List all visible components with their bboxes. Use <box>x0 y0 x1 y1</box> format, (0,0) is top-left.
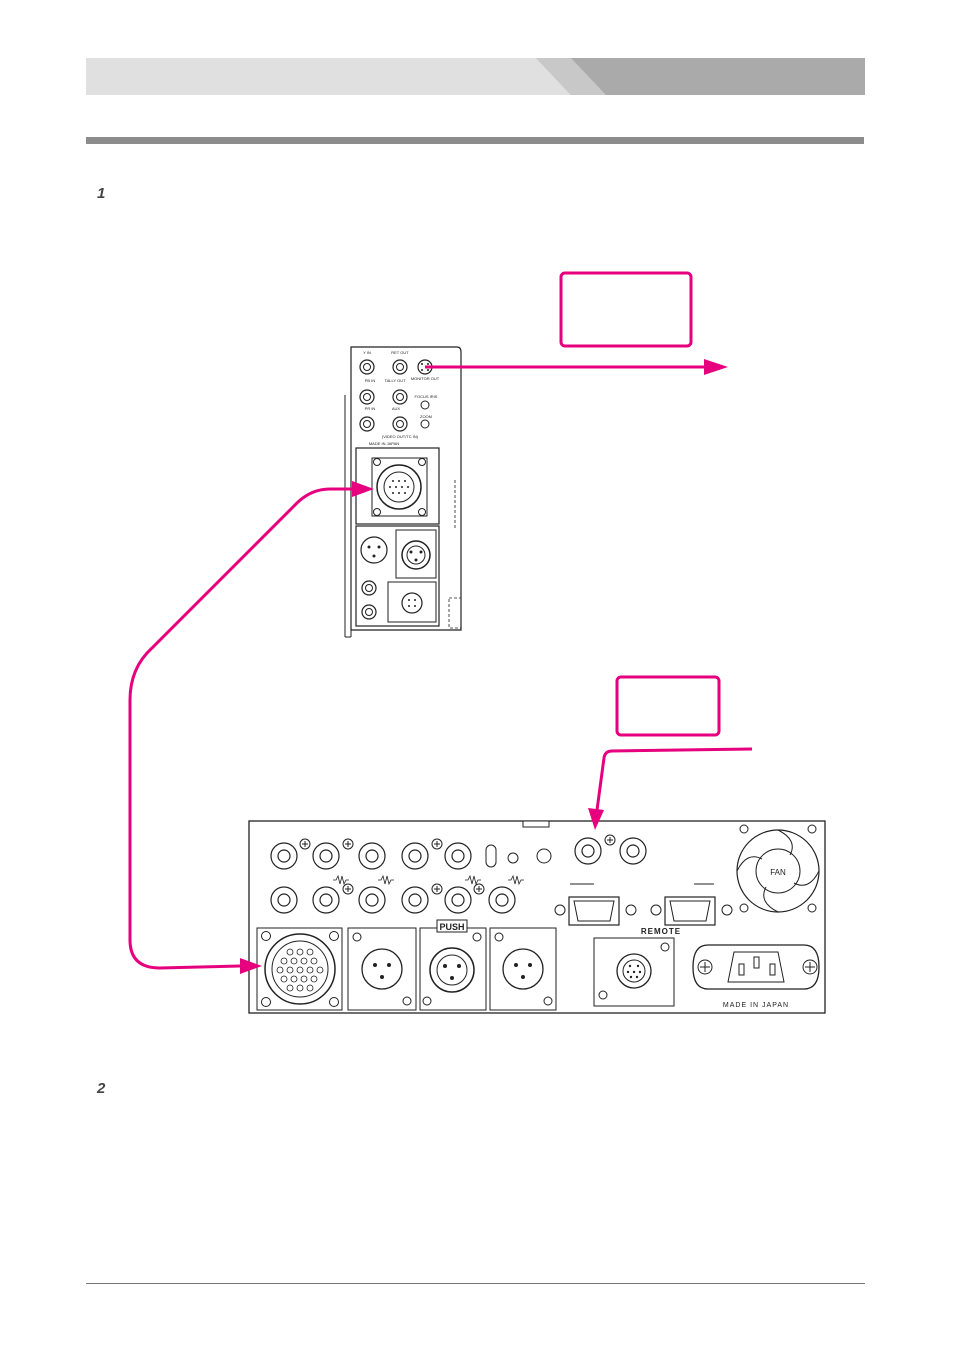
ac-power-inlet <box>692 944 820 990</box>
bnc-tally-out <box>392 389 408 405</box>
arrow-monitor-out <box>704 359 728 375</box>
bnc-aux <box>392 416 408 432</box>
focus-iris-jack <box>420 400 430 410</box>
cable-input <box>595 747 753 811</box>
cable-camera-to-base <box>128 487 360 970</box>
footer-rule <box>86 1283 865 1284</box>
bnc-pb-in <box>359 389 375 405</box>
step-number-2: 2 <box>97 1080 106 1097</box>
base-toggle-switch <box>485 844 497 868</box>
label-tally-out: TALLY OUT <box>384 378 406 383</box>
camera-dc-connector <box>401 592 423 614</box>
camera-panel: Y IN RET OUT PB IN TALLY OUT MONITOR OUT… <box>344 346 462 638</box>
camera-bnc-lower <box>361 580 377 620</box>
panel-screws <box>299 824 817 913</box>
label-fan: FAN <box>770 868 786 877</box>
base-bnc-row-2 <box>270 886 516 914</box>
section-rule <box>86 137 864 144</box>
base-dsub-connector-2 <box>650 896 733 926</box>
base-dsub-connector-1 <box>554 896 637 926</box>
label-camera-made-in-japan: MADE IN JAPAN <box>369 441 399 446</box>
zoom-jack <box>420 419 430 429</box>
base-bnc-row-1 <box>270 837 647 870</box>
arrow-camera-connector <box>352 481 374 497</box>
remote-connector <box>598 942 670 1000</box>
cable-arrowheads <box>240 359 728 974</box>
cable-lines <box>128 365 753 970</box>
label-focus-iris: FOCUS IRIS <box>415 394 438 399</box>
base-camera-multipin-connector <box>264 933 336 1005</box>
header-band <box>86 58 865 95</box>
fan-grille: FAN <box>736 829 820 913</box>
arrow-base-bnc <box>588 808 604 830</box>
label-pr-in: PR IN <box>365 406 376 411</box>
label-aux: AUX <box>392 406 401 411</box>
callout-box-monitor <box>559 271 693 348</box>
label-base-made-in-japan: MADE IN JAPAN <box>723 1002 789 1009</box>
base-xlr-connector-2 <box>422 932 482 1006</box>
camera-multipin-connector <box>376 464 422 510</box>
base-jack-2 <box>536 848 552 864</box>
step-number-1: 1 <box>97 185 106 202</box>
label-remote: REMOTE <box>641 927 681 936</box>
base-unit-rear-panel: FAN PUSH <box>248 820 826 1014</box>
bnc-y-in <box>359 359 375 375</box>
termination-symbols <box>333 874 524 886</box>
camera-xlr-connector-1 <box>360 536 388 564</box>
base-xlr-connector-1 <box>352 932 412 1006</box>
label-pb-in: PB IN <box>365 378 376 383</box>
arrow-base-connector <box>240 958 262 974</box>
camera-xlr-connector-2 <box>401 540 431 570</box>
callout-box-input <box>615 675 721 737</box>
label-video-out-tc-in: (VIDEO OUT/TC IN) <box>382 434 419 439</box>
label-y-in: Y IN <box>363 350 371 355</box>
bnc-pr-in <box>359 416 375 432</box>
label-push: PUSH <box>439 922 464 932</box>
label-monitor-out: MONITOR OUT <box>411 376 440 381</box>
base-xlr-connector-3 <box>494 932 553 1006</box>
base-jack-1 <box>507 852 519 864</box>
label-ret-out: RET OUT <box>391 350 409 355</box>
label-zoom: ZOOM <box>420 414 432 419</box>
bnc-ret-out <box>392 359 408 375</box>
